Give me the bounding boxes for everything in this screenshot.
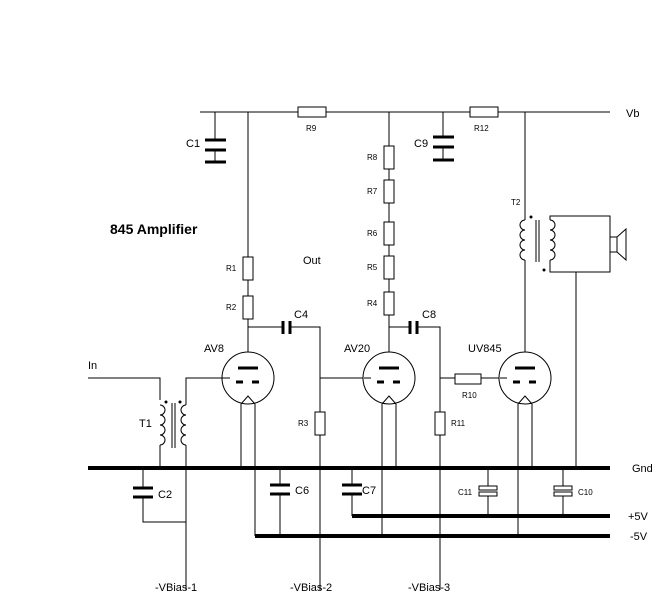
capacitor-c1 [200, 111, 226, 164]
resistor-r1 [242, 256, 254, 281]
transformer-t1 [159, 400, 187, 448]
transformer-t2 [519, 215, 556, 272]
resistor-r3 [314, 411, 326, 436]
label-r3: R3 [298, 419, 309, 428]
capacitor-c2 [133, 468, 186, 523]
label-uv845: UV845 [468, 343, 502, 355]
label-c1: C1 [186, 138, 200, 150]
label-vb: Vb [626, 108, 639, 120]
label-r9: R9 [306, 124, 317, 133]
label-r11: R11 [451, 419, 466, 428]
label-c4: C4 [294, 309, 308, 321]
label-c7: C7 [362, 485, 376, 497]
resistor-r11 [434, 411, 446, 436]
label-c2: C2 [158, 489, 172, 501]
capacitor-c11 [478, 468, 498, 516]
label-vbias-2: -VBias-2 [290, 582, 332, 594]
label-vbias-3: -VBias-3 [408, 582, 450, 594]
capacitor-c9 [433, 112, 454, 162]
label-c8: C8 [422, 309, 436, 321]
label-c6: C6 [295, 485, 309, 497]
label-r8: R8 [367, 153, 378, 162]
label-r6: R6 [367, 229, 378, 238]
label-av8: AV8 [204, 343, 224, 355]
tube-av20 [362, 351, 416, 405]
label-r2: R2 [226, 303, 237, 312]
label-c11: C11 [458, 488, 473, 497]
resistor-r8 [383, 145, 395, 170]
label-c10: C10 [578, 488, 593, 497]
speaker-icon [609, 227, 627, 262]
label-c9: C9 [414, 138, 428, 150]
label-in: In [88, 360, 97, 372]
capacitor-c7 [342, 468, 362, 516]
label-minus5v: -5V [630, 531, 648, 543]
label-vbias-1: -VBias-1 [155, 582, 197, 594]
resistor-r4 [383, 291, 395, 316]
resistor-r5 [383, 255, 395, 280]
capacitor-c6 [270, 468, 290, 536]
resistor-r10 [454, 373, 482, 385]
label-gnd: Gnd [632, 463, 653, 475]
resistor-r12 [469, 106, 499, 118]
resistor-r9 [297, 106, 327, 118]
diagram-title: 845 Amplifier [110, 221, 198, 237]
label-plus5v: +5V [628, 511, 649, 523]
label-r1: R1 [226, 264, 237, 273]
label-r5: R5 [367, 263, 378, 272]
label-r7: R7 [367, 187, 378, 196]
label-r4: R4 [367, 299, 378, 308]
resistor-r2 [242, 295, 254, 320]
label-r12: R12 [474, 124, 489, 133]
label-t2: T2 [511, 198, 521, 207]
tube-av8 [221, 351, 275, 405]
capacitor-c8 [389, 321, 455, 379]
label-t1: T1 [139, 418, 152, 430]
capacitor-c10 [553, 468, 573, 516]
label-out: Out [303, 255, 321, 267]
resistor-r6 [383, 221, 395, 246]
capacitor-c4 [248, 321, 364, 379]
label-r10: R10 [462, 391, 477, 400]
label-av20: AV20 [344, 343, 370, 355]
resistor-r7 [383, 179, 395, 204]
tube-uv845 [498, 351, 552, 405]
input-wire [88, 377, 161, 400]
